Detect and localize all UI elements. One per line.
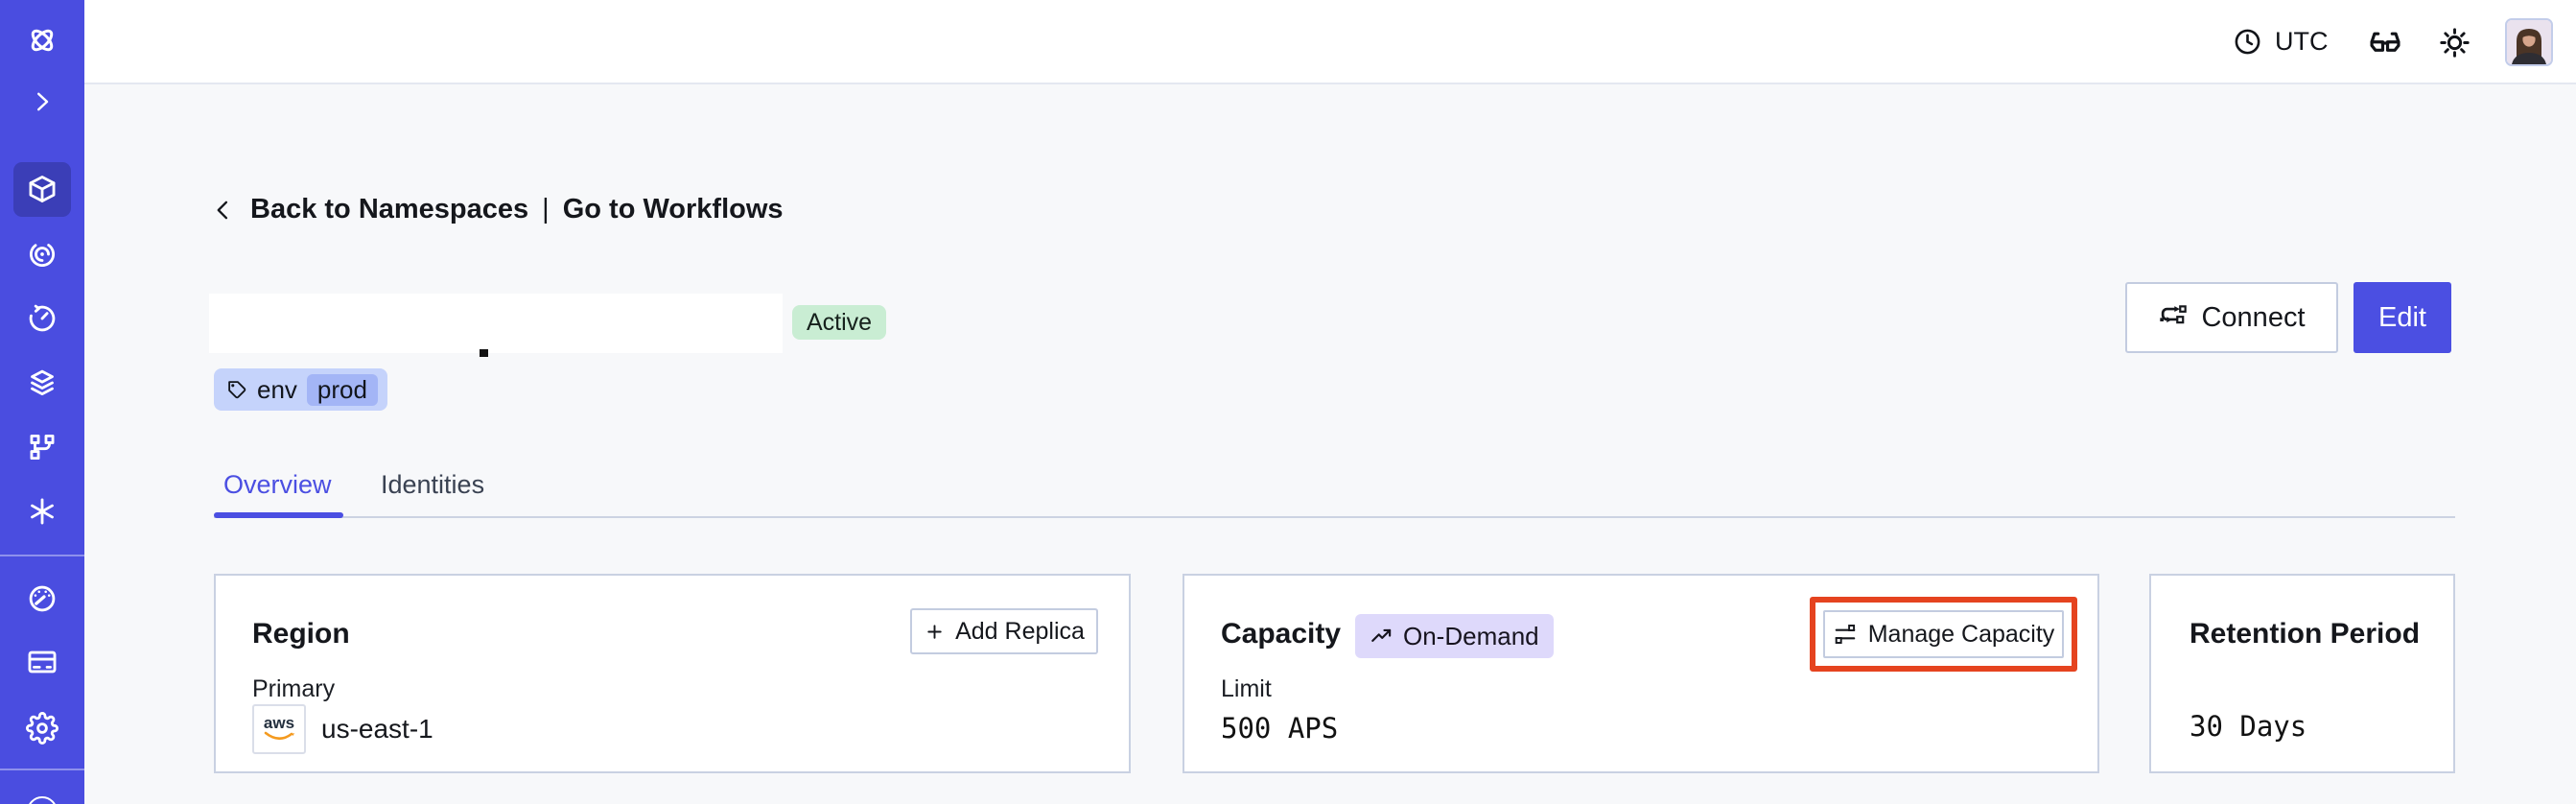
capacity-value: 500 APS	[1221, 712, 1339, 745]
aws-logo: aws	[252, 704, 306, 754]
breadcrumb-back-link[interactable]: Back to Namespaces	[250, 194, 529, 225]
tag-icon	[226, 379, 247, 400]
retention-card-title: Retention Period	[2190, 618, 2421, 650]
status-badge: Active	[792, 305, 887, 340]
sidebar-item-cube-icon[interactable]	[21, 168, 63, 210]
capacity-card: Capacity On-Demand Limit 500 APS	[1183, 574, 2099, 773]
sidebar-item-gear-icon[interactable]	[21, 707, 63, 749]
ondemand-badge: On-Demand	[1355, 614, 1554, 658]
sidebar-expand-chevron-right-icon[interactable]	[21, 81, 63, 123]
sidebar-item-asterisk-icon[interactable]	[21, 490, 63, 532]
chevron-left-icon[interactable]	[210, 196, 237, 225]
theme-sun-icon[interactable]	[2438, 26, 2471, 59]
aws-smile-arc	[264, 731, 294, 741]
active-tab-underline	[214, 512, 343, 518]
aws-logo-text: aws	[263, 714, 295, 732]
breadcrumb-workflows-link[interactable]: Go to Workflows	[562, 194, 784, 225]
capacity-card-title: Capacity	[1221, 618, 1342, 650]
region-card-title: Region	[252, 618, 350, 650]
region-value: us-east-1	[321, 714, 433, 744]
sidebar-item-circle-partial-icon[interactable]	[21, 787, 63, 804]
tabs-divider	[214, 516, 2455, 518]
ondemand-badge-label: On-Demand	[1403, 621, 1539, 650]
limit-label: Limit	[1221, 675, 1272, 702]
timezone-label: UTC	[2275, 27, 2329, 56]
plus-icon	[924, 621, 946, 643]
sidebar-item-branch-icon[interactable]	[21, 426, 63, 468]
manage-capacity-button[interactable]: Manage Capacity	[1823, 610, 2064, 658]
sidebar	[0, 0, 84, 804]
clock-icon	[2233, 27, 2262, 57]
user-avatar[interactable]	[2505, 18, 2553, 66]
namespace-tag: env prod	[214, 368, 387, 411]
temporal-logo-icon[interactable]	[21, 19, 63, 61]
region-card: Region Add Replica Primary aws us-east-1	[214, 574, 1131, 773]
topbar: UTC	[84, 0, 2576, 84]
edit-button[interactable]: Edit	[2354, 282, 2451, 353]
edit-button-label: Edit	[2378, 301, 2426, 333]
sidebar-divider	[0, 769, 84, 770]
manage-capacity-highlight-box: Manage Capacity	[1810, 597, 2077, 672]
sidebar-item-credit-card-icon[interactable]	[21, 641, 63, 683]
breadcrumb: Back to Namespaces | Go to Workflows	[210, 194, 784, 225]
glasses-icon[interactable]	[2367, 29, 2403, 58]
sidebar-divider	[0, 555, 84, 556]
breadcrumb-separator: |	[542, 194, 550, 225]
sidebar-item-spiral-icon[interactable]	[21, 233, 63, 275]
namespace-title-artifact	[480, 349, 488, 357]
tag-key: env	[257, 374, 297, 404]
sidebar-item-gauge-icon[interactable]	[21, 578, 63, 620]
add-replica-label: Add Replica	[955, 617, 1085, 645]
connect-button[interactable]: Connect	[2125, 282, 2338, 353]
tab-identities[interactable]: Identities	[381, 470, 485, 499]
add-replica-button[interactable]: Add Replica	[910, 608, 1098, 654]
sliders-icon	[1833, 622, 1858, 647]
manage-capacity-label: Manage Capacity	[1867, 620, 2055, 648]
retention-value: 30 Days	[2190, 710, 2307, 743]
primary-label: Primary	[252, 675, 336, 702]
connect-button-label: Connect	[2201, 301, 2306, 333]
tab-overview[interactable]: Overview	[223, 470, 332, 499]
tag-value: prod	[306, 373, 378, 406]
retention-card: Retention Period 30 Days	[2149, 574, 2455, 773]
trend-up-icon	[1370, 624, 1394, 649]
connect-flow-icon	[2158, 303, 2188, 333]
sidebar-item-clock-history-icon[interactable]	[21, 297, 63, 340]
sidebar-item-layers-icon[interactable]	[21, 362, 63, 404]
namespace-title-redacted	[209, 294, 783, 353]
timezone-selector[interactable]: UTC	[2233, 27, 2329, 57]
